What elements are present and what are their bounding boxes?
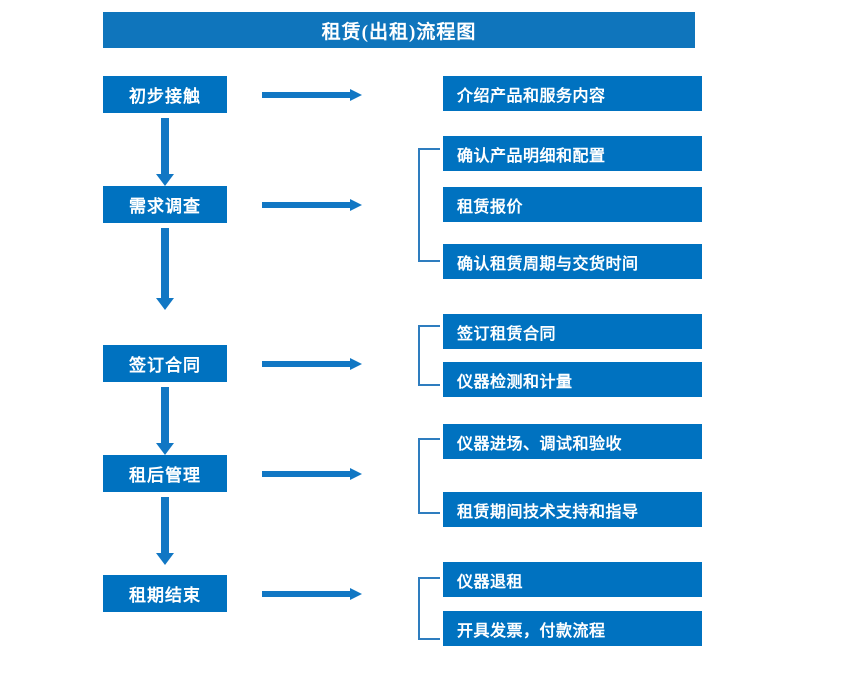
arrow-shaft [161, 497, 169, 553]
detail-box-5-1[interactable]: 仪器退租 [443, 562, 702, 597]
arrow-shaft [262, 591, 352, 597]
group-bracket-4 [418, 438, 440, 514]
group-bracket-3 [418, 325, 440, 386]
detail-box-3-1[interactable]: 签订租赁合同 [443, 314, 702, 349]
stage-box-3[interactable]: 签订合同 [103, 345, 227, 382]
arrow-head [350, 468, 362, 480]
down-arrow-icon-2 [156, 228, 174, 310]
detail-box-5-2[interactable]: 开具发票，付款流程 [443, 611, 702, 646]
arrow-head [350, 358, 362, 370]
arrow-head [156, 443, 174, 455]
right-arrow-icon-2 [262, 199, 362, 211]
right-arrow-icon-3 [262, 358, 362, 370]
arrow-head [156, 298, 174, 310]
arrow-shaft [262, 471, 352, 477]
arrow-head [350, 89, 362, 101]
right-arrow-icon-4 [262, 468, 362, 480]
arrow-head [350, 588, 362, 600]
detail-box-2-3[interactable]: 确认租赁周期与交货时间 [443, 244, 702, 279]
detail-box-3-2[interactable]: 仪器检测和计量 [443, 362, 702, 397]
stage-box-5[interactable]: 租期结束 [103, 575, 227, 612]
arrow-shaft [262, 361, 352, 367]
diagram-title: 租赁(出租)流程图 [103, 12, 695, 48]
right-arrow-icon-5 [262, 588, 362, 600]
detail-box-2-1[interactable]: 确认产品明细和配置 [443, 136, 702, 171]
stage-box-4[interactable]: 租后管理 [103, 455, 227, 492]
arrow-head [156, 174, 174, 186]
arrow-shaft [262, 202, 352, 208]
down-arrow-icon-4 [156, 497, 174, 565]
down-arrow-icon-3 [156, 387, 174, 455]
down-arrow-icon-1 [156, 118, 174, 186]
stage-box-2[interactable]: 需求调查 [103, 186, 227, 223]
arrow-shaft [262, 92, 352, 98]
detail-box-2-2[interactable]: 租赁报价 [443, 187, 702, 222]
arrow-shaft [161, 387, 169, 443]
right-arrow-icon-1 [262, 89, 362, 101]
arrow-shaft [161, 118, 169, 174]
arrow-shaft [161, 228, 169, 298]
arrow-head [350, 199, 362, 211]
stage-box-1[interactable]: 初步接触 [103, 76, 227, 113]
detail-box-4-2[interactable]: 租赁期间技术支持和指导 [443, 492, 702, 527]
group-bracket-5 [418, 577, 440, 640]
arrow-head [156, 553, 174, 565]
detail-box-1-1[interactable]: 介绍产品和服务内容 [443, 76, 702, 111]
detail-box-4-1[interactable]: 仪器进场、调试和验收 [443, 424, 702, 459]
group-bracket-2 [418, 148, 440, 262]
